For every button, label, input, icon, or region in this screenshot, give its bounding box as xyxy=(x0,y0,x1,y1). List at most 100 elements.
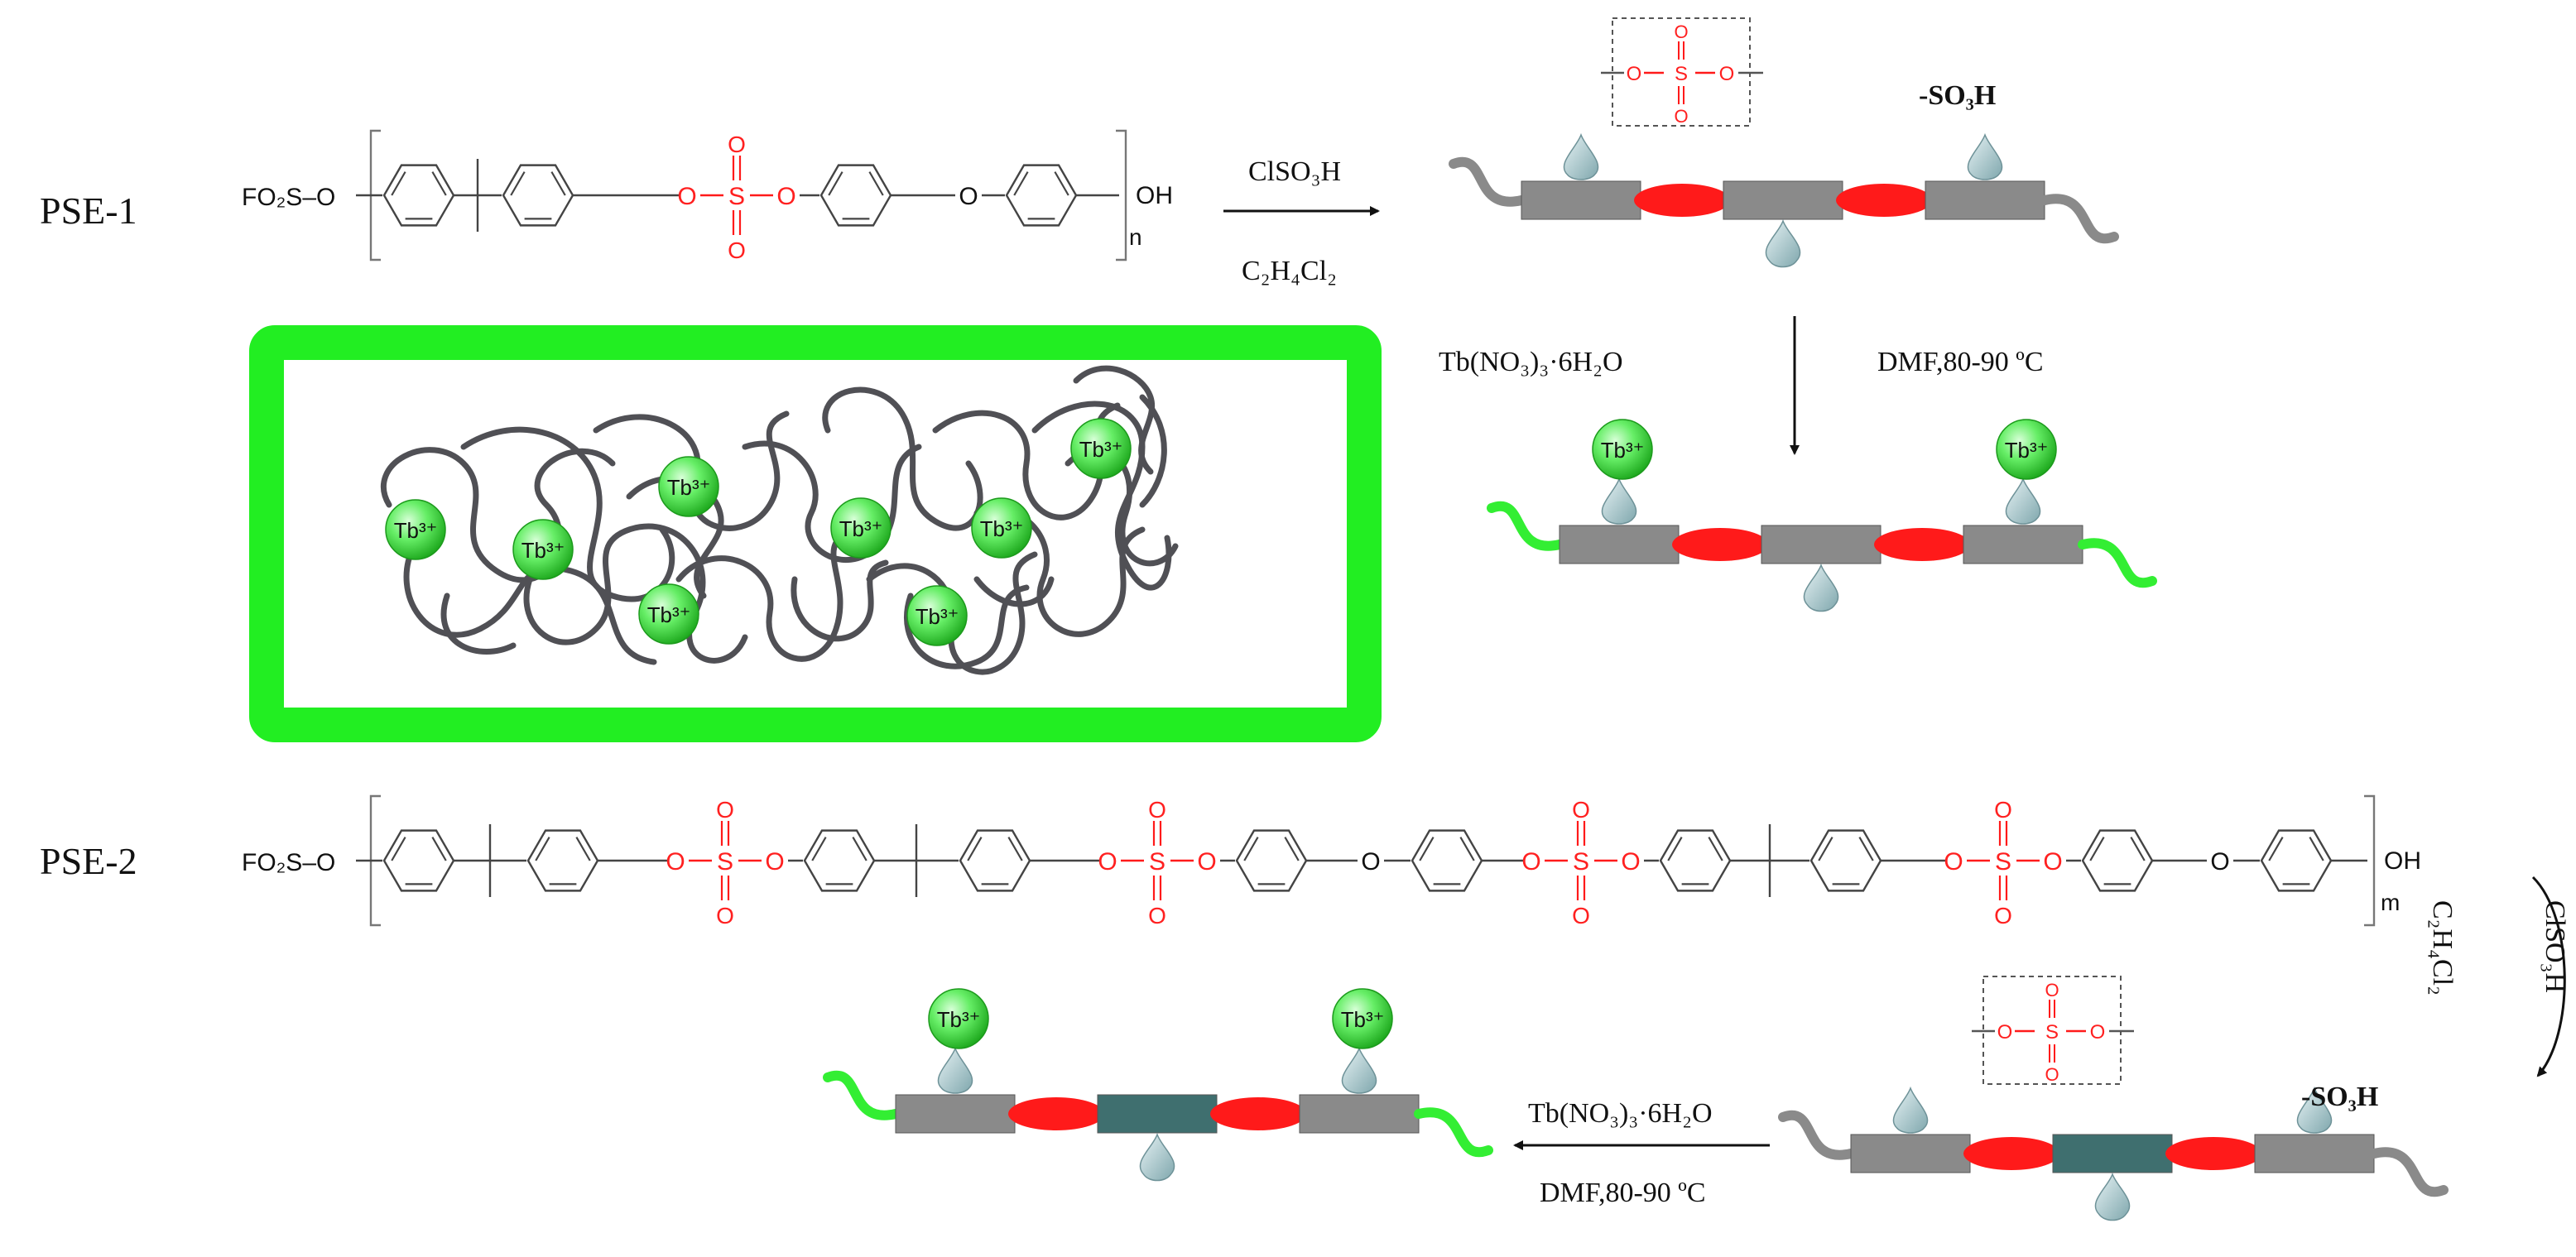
chain-tail-right xyxy=(2078,538,2157,588)
sulfate-o-bottom: O xyxy=(1994,903,2012,928)
sulfonated-chain-2 xyxy=(1778,1086,2449,1221)
sulfonate-pendant xyxy=(2005,477,2041,525)
chain-block xyxy=(1097,1094,1218,1134)
tb-ion: Tb³⁺ xyxy=(658,456,719,517)
bracket-right xyxy=(2364,794,2376,927)
benzene-ring xyxy=(2260,829,2333,892)
coordination-conditions-2: DMF,80-90 ºC xyxy=(1540,1178,1706,1208)
tb-ion-label: Tb³⁺ xyxy=(2005,439,2049,463)
sulfate-o-left: O xyxy=(1098,848,1117,876)
chain-block xyxy=(1299,1094,1420,1134)
pse2-label: PSE-2 xyxy=(40,840,137,882)
sulfate-s: S xyxy=(1573,848,1589,876)
sulfonate-pendant xyxy=(1967,132,2003,180)
coordination-reagent-1: Tb(NO₃)₃·6H₂O xyxy=(1439,347,1623,377)
benzene-ring xyxy=(1659,829,1732,892)
tb-ion: Tb³⁺ xyxy=(1070,418,1132,479)
polymer-strand xyxy=(973,576,1055,607)
sulfate-ellipse xyxy=(1008,1097,1104,1130)
benzene-ring xyxy=(803,829,876,892)
benzene-ring xyxy=(1005,164,1078,227)
tb-ion: Tb³⁺ xyxy=(1996,419,2057,480)
tb-ion-label: Tb³⁺ xyxy=(647,604,691,627)
chain-block xyxy=(1559,525,1680,564)
tb-ion: Tb³⁺ xyxy=(638,583,699,645)
polymer-network: Tb³⁺Tb³⁺Tb³⁺Tb³⁺Tb³⁺Tb³⁺Tb³⁺Tb³⁺ xyxy=(381,365,1179,675)
sulfonate-pendant xyxy=(937,1046,973,1094)
polymer-strand xyxy=(675,526,856,662)
tb-ion-label: Tb³⁺ xyxy=(394,520,438,543)
sulfate-o-top: O xyxy=(1572,797,1590,823)
chain-block xyxy=(895,1094,1016,1134)
benzene-ring xyxy=(382,164,455,227)
coordination-conditions-1: DMF,80-90 ºC xyxy=(1877,347,2044,377)
sulfonate-pendant xyxy=(1341,1046,1377,1094)
sulfonate-pendant xyxy=(1765,218,1801,268)
pse1-end-group-left: FO₂S–O xyxy=(242,184,335,211)
sulfate-s: S xyxy=(1149,848,1165,876)
inset-o-left: O xyxy=(1627,63,1642,85)
chain-block xyxy=(1850,1134,1971,1173)
sulfate-ellipse xyxy=(1874,528,1970,561)
tb-ion-label: Tb³⁺ xyxy=(667,477,711,500)
sulfate-o-right: O xyxy=(2043,848,2062,876)
chain-block xyxy=(2052,1134,2173,1173)
sulfate-o-left: O xyxy=(1521,848,1540,876)
benzene-ring xyxy=(819,164,892,227)
polymer-strand xyxy=(523,523,748,664)
sulfonic-acid-label-1: -SO₃H xyxy=(1919,80,1996,111)
chain-block xyxy=(1723,180,1843,220)
benzene-ring xyxy=(1411,829,1483,892)
tb-ion-label: Tb³⁺ xyxy=(937,1009,981,1032)
tb-ion-label: Tb³⁺ xyxy=(521,540,565,563)
sulfate-o-right: O xyxy=(1197,848,1216,876)
tb-ion-label: Tb³⁺ xyxy=(980,518,1024,541)
chain-tail-left xyxy=(1778,1110,1856,1160)
tb-chain-1: Tb³⁺ Tb³⁺ xyxy=(1487,419,2157,612)
inset-o-top: O xyxy=(2045,980,2059,1000)
polymer-strand xyxy=(440,593,517,655)
chain-tail-left xyxy=(1487,501,1564,551)
sulfonate-pendant xyxy=(1803,563,1839,612)
tb-ion-label: Tb³⁺ xyxy=(839,518,883,541)
inset-o-bottom: O xyxy=(1674,106,1688,127)
inset-s: S xyxy=(2045,1021,2059,1044)
polymer-strand xyxy=(1073,365,1156,475)
polymer-strand xyxy=(791,559,889,642)
chain-block xyxy=(1925,180,2045,220)
pse2-end-group-right: OH xyxy=(2384,847,2421,875)
polymer-strand xyxy=(1139,394,1167,508)
sulfonation-solvent-2: C₂H₄Cl₂ xyxy=(2427,900,2458,996)
tb-ion: Tb³⁺ xyxy=(1592,419,1653,480)
sulfonation-reagent-2: ClSO₃H xyxy=(2540,900,2570,993)
benzene-ring xyxy=(2081,829,2154,892)
tb-ion: Tb³⁺ xyxy=(1332,988,1393,1049)
benzene-ring xyxy=(1235,829,1308,892)
inset-o-top: O xyxy=(1674,22,1688,42)
tb-ion-label: Tb³⁺ xyxy=(1341,1009,1385,1032)
sulfate-ellipse xyxy=(1963,1137,2059,1170)
ether-oxygen: O xyxy=(1361,848,1380,876)
sulfate-o-left: O xyxy=(677,183,696,210)
polymer-strand xyxy=(460,426,675,602)
sulfonate-pendant xyxy=(2094,1172,2131,1221)
inset-o-bottom: O xyxy=(2045,1064,2059,1085)
sulfonation-arrow-2 xyxy=(2531,876,2566,1077)
sulfate-o-right: O xyxy=(1621,848,1640,876)
chain-tail-left xyxy=(1449,156,1526,207)
chain-tail-right xyxy=(2040,194,2119,244)
bracket-right xyxy=(1116,129,1127,261)
tb-chain-2: Tb³⁺ Tb³⁺ xyxy=(823,988,1493,1182)
sulfate-s: S xyxy=(728,183,745,210)
tb-ion: Tb³⁺ xyxy=(512,519,574,580)
sulfate-o-top: O xyxy=(716,797,734,823)
pse1-label: PSE-1 xyxy=(40,190,137,232)
sulfonate-pendant xyxy=(1139,1132,1175,1182)
